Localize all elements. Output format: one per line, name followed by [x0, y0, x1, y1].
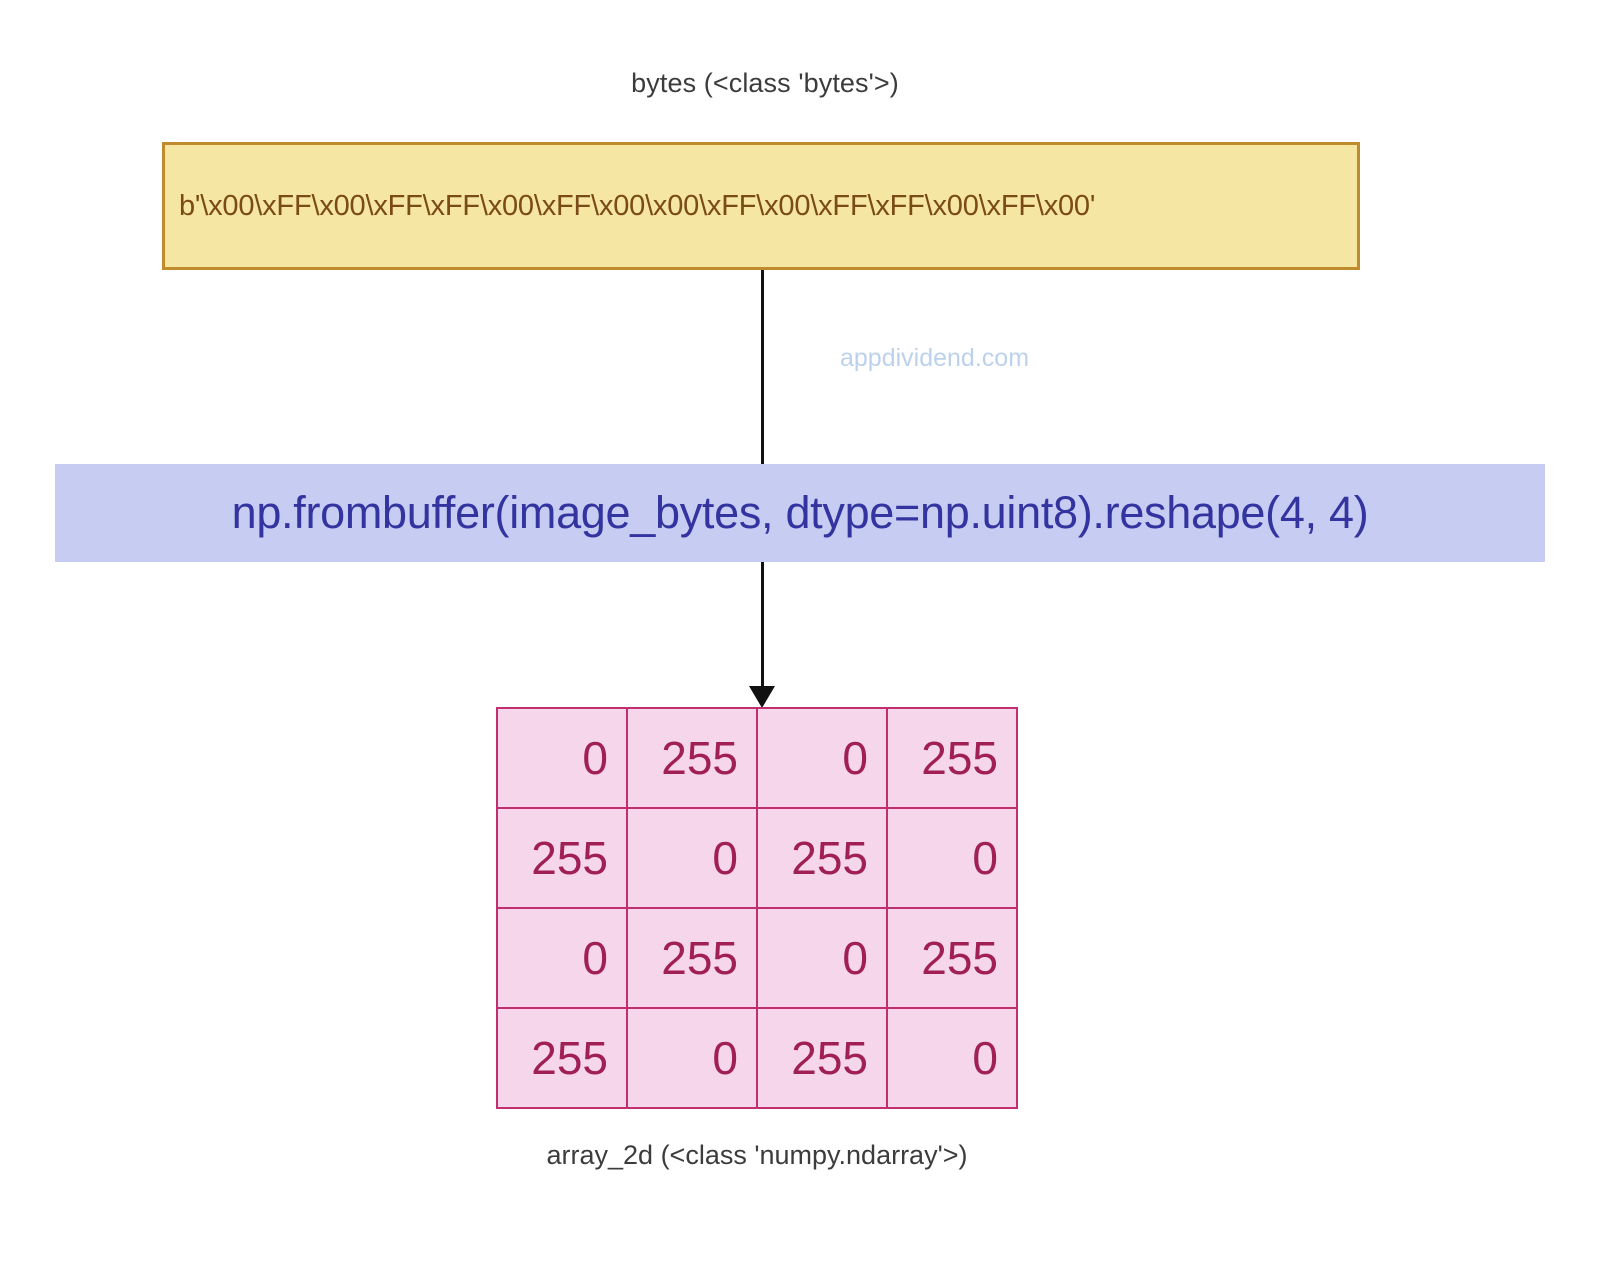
matrix-cell: 255: [496, 1007, 628, 1109]
matrix-cell: 255: [626, 907, 758, 1009]
matrix-cell: 0: [756, 707, 888, 809]
matrix-cell: 255: [886, 707, 1018, 809]
matrix-cell: 255: [496, 807, 628, 909]
arrowhead-icon: [749, 686, 775, 708]
matrix-cell: 255: [626, 707, 758, 809]
matrix-cell: 255: [756, 807, 888, 909]
matrix-cell: 0: [626, 807, 758, 909]
connector-code-to-array: [761, 562, 764, 690]
bytes-box: b'\x00\xFF\x00\xFF\xFF\x00\xFF\x00\x00\x…: [162, 142, 1360, 270]
matrix-cell: 0: [626, 1007, 758, 1109]
bytes-caption: bytes (<class 'bytes'>): [631, 68, 899, 98]
matrix-table: 0 255 0 255 255 0 255 0 0 255 0 255 255 …: [496, 707, 1018, 1109]
table-row: 255 0 255 0: [496, 1007, 1018, 1109]
code-box: np.frombuffer(image_bytes, dtype=np.uint…: [55, 464, 1545, 562]
matrix-cell: 0: [756, 907, 888, 1009]
matrix-cell: 255: [886, 907, 1018, 1009]
numpy-code-text: np.frombuffer(image_bytes, dtype=np.uint…: [231, 487, 1369, 538]
connector-bytes-to-code: [761, 270, 764, 466]
table-row: 0 255 0 255: [496, 907, 1018, 1009]
matrix-cell: 0: [886, 1007, 1018, 1109]
matrix-cell: 255: [756, 1007, 888, 1109]
array-matrix: 0 255 0 255 255 0 255 0 0 255 0 255 255 …: [496, 707, 1018, 1109]
table-row: 0 255 0 255: [496, 707, 1018, 809]
matrix-cell: 0: [496, 907, 628, 1009]
matrix-cell: 0: [886, 807, 1018, 909]
bytes-literal-text: b'\x00\xFF\x00\xFF\xFF\x00\xFF\x00\x00\x…: [179, 189, 1096, 222]
watermark-appdividend: appdividend.com: [840, 344, 1030, 372]
array-caption: array_2d (<class 'numpy.ndarray'>): [546, 1140, 968, 1170]
table-row: 255 0 255 0: [496, 807, 1018, 909]
matrix-cell: 0: [496, 707, 628, 809]
